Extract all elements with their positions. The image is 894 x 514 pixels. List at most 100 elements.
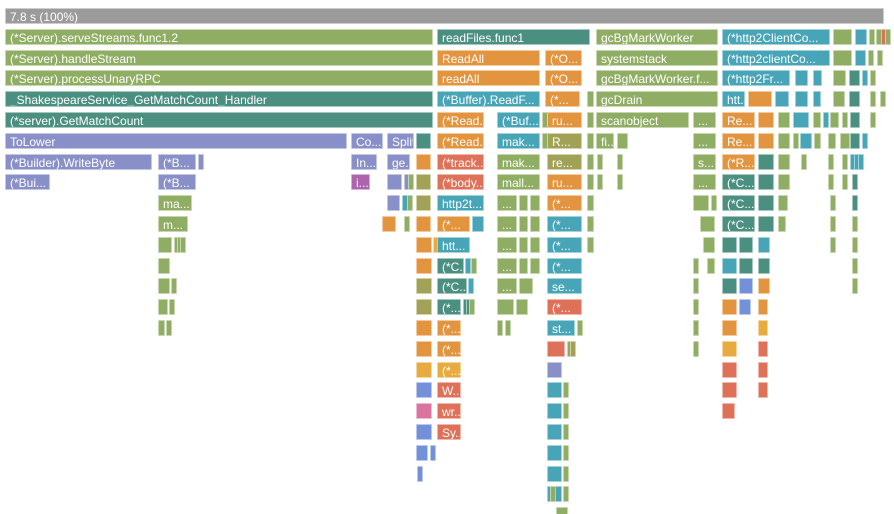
flame-frame[interactable]: (*track... bbox=[437, 153, 484, 170]
flame-frame[interactable] bbox=[416, 174, 431, 191]
flame-frame[interactable] bbox=[570, 340, 576, 357]
flame-frame[interactable] bbox=[158, 299, 168, 316]
flame-frame[interactable] bbox=[416, 153, 431, 170]
flame-frame[interactable] bbox=[852, 216, 858, 232]
flame-frame[interactable]: ru... bbox=[547, 112, 582, 128]
flame-frame[interactable]: htt... bbox=[437, 236, 470, 253]
flame-frame[interactable] bbox=[169, 299, 175, 316]
flame-frame[interactable] bbox=[722, 403, 735, 420]
flame-frame[interactable] bbox=[408, 174, 414, 191]
flame-frame[interactable]: m... bbox=[158, 216, 188, 232]
flame-frame[interactable] bbox=[166, 320, 172, 336]
flame-frame[interactable]: (*Read... bbox=[437, 112, 484, 128]
flame-frame[interactable] bbox=[404, 216, 410, 232]
flame-frame[interactable] bbox=[617, 174, 623, 191]
flame-frame[interactable] bbox=[850, 132, 860, 149]
flame-frame[interactable] bbox=[862, 132, 868, 149]
flame-frame[interactable] bbox=[722, 257, 737, 274]
flame-frame[interactable] bbox=[693, 340, 699, 357]
flame-frame[interactable] bbox=[739, 257, 753, 274]
flame-frame[interactable] bbox=[849, 70, 860, 87]
flame-frame[interactable] bbox=[587, 174, 594, 191]
flame-frame[interactable] bbox=[597, 174, 603, 191]
flame-frame[interactable] bbox=[758, 340, 768, 357]
flame-frame[interactable] bbox=[722, 340, 737, 357]
flame-frame[interactable] bbox=[416, 216, 431, 232]
flame-frame[interactable]: (*Buffer).ReadF... bbox=[437, 91, 540, 108]
flame-frame[interactable] bbox=[722, 278, 737, 295]
flame-frame[interactable] bbox=[472, 216, 484, 232]
flame-frame[interactable] bbox=[387, 174, 402, 191]
flame-frame[interactable] bbox=[868, 49, 874, 66]
flame-frame[interactable] bbox=[813, 70, 822, 87]
flame-frame[interactable] bbox=[577, 320, 583, 336]
flame-frame[interactable] bbox=[555, 486, 562, 503]
flame-frame[interactable] bbox=[563, 486, 569, 503]
flame-frame[interactable]: se... bbox=[547, 278, 582, 295]
flame-frame[interactable] bbox=[758, 320, 768, 336]
flame-frame[interactable] bbox=[849, 91, 860, 108]
flame-frame[interactable] bbox=[795, 91, 808, 108]
flame-frame[interactable] bbox=[855, 28, 867, 45]
flame-frame[interactable] bbox=[158, 320, 165, 336]
flame-frame[interactable] bbox=[547, 403, 562, 420]
flame-frame[interactable]: (*R... bbox=[722, 153, 755, 170]
flame-frame[interactable] bbox=[530, 216, 540, 232]
flame-frame[interactable] bbox=[547, 340, 565, 357]
flame-frame[interactable]: systemstack bbox=[596, 49, 718, 66]
flame-frame[interactable] bbox=[563, 382, 569, 399]
flame-frame[interactable]: readAll bbox=[437, 70, 540, 87]
flame-frame[interactable]: (*C... bbox=[722, 195, 755, 212]
flame-frame[interactable] bbox=[813, 112, 821, 128]
flame-frame[interactable] bbox=[158, 257, 170, 274]
flame-frame[interactable] bbox=[530, 195, 540, 212]
flame-frame[interactable] bbox=[870, 112, 876, 128]
flame-frame[interactable]: gcBgMarkWorker.f... bbox=[596, 70, 718, 87]
flame-frame[interactable] bbox=[758, 278, 770, 295]
flame-frame[interactable]: Co... bbox=[351, 132, 383, 149]
flame-frame[interactable]: (*... bbox=[437, 361, 461, 378]
flame-frame[interactable]: ... bbox=[497, 195, 517, 212]
flame-frame[interactable] bbox=[497, 320, 503, 336]
flame-frame[interactable] bbox=[885, 28, 891, 45]
flame-frame[interactable]: ... bbox=[693, 132, 716, 149]
flame-frame[interactable]: ge... bbox=[387, 153, 410, 170]
flame-frame[interactable] bbox=[828, 132, 836, 149]
flame-frame[interactable] bbox=[417, 465, 423, 482]
flame-frame[interactable]: Re... bbox=[722, 112, 755, 128]
flame-frame[interactable] bbox=[171, 278, 177, 295]
flame-frame[interactable] bbox=[739, 236, 753, 253]
flame-frame[interactable]: st... bbox=[547, 320, 575, 336]
flame-frame[interactable] bbox=[519, 216, 528, 232]
flame-frame[interactable] bbox=[617, 132, 628, 149]
flame-frame[interactable] bbox=[801, 153, 807, 170]
flame-frame[interactable]: ... bbox=[497, 236, 517, 253]
flame-frame[interactable] bbox=[505, 320, 511, 336]
flame-frame[interactable] bbox=[833, 70, 846, 87]
flame-frame[interactable] bbox=[830, 195, 836, 212]
flame-frame[interactable] bbox=[563, 465, 569, 482]
flame-frame[interactable] bbox=[547, 465, 562, 482]
flame-frame[interactable] bbox=[693, 257, 699, 274]
flame-frame[interactable] bbox=[739, 299, 751, 316]
flame-frame[interactable] bbox=[778, 216, 786, 232]
flame-frame[interactable]: (*O... bbox=[545, 70, 582, 87]
flame-frame[interactable] bbox=[850, 112, 860, 128]
flame-frame[interactable] bbox=[758, 132, 774, 149]
flame-frame[interactable] bbox=[700, 216, 715, 232]
flame-frame[interactable] bbox=[563, 444, 569, 461]
flame-frame[interactable]: re... bbox=[547, 153, 582, 170]
flame-frame[interactable]: (*body... bbox=[437, 174, 484, 191]
flame-frame[interactable] bbox=[587, 216, 594, 232]
flame-frame[interactable] bbox=[587, 236, 594, 253]
flame-frame[interactable] bbox=[693, 278, 699, 295]
flame-frame[interactable] bbox=[842, 153, 848, 170]
flame-frame[interactable]: W... bbox=[437, 382, 461, 399]
flame-frame[interactable]: (*... bbox=[547, 236, 582, 253]
flame-frame[interactable]: _ShakespeareService_GetMatchCount_Handle… bbox=[5, 91, 433, 108]
flame-frame[interactable] bbox=[793, 132, 799, 149]
flame-frame[interactable] bbox=[778, 132, 790, 149]
flame-frame[interactable] bbox=[547, 361, 562, 378]
flame-frame[interactable] bbox=[852, 195, 858, 212]
flame-frame[interactable] bbox=[587, 112, 594, 128]
